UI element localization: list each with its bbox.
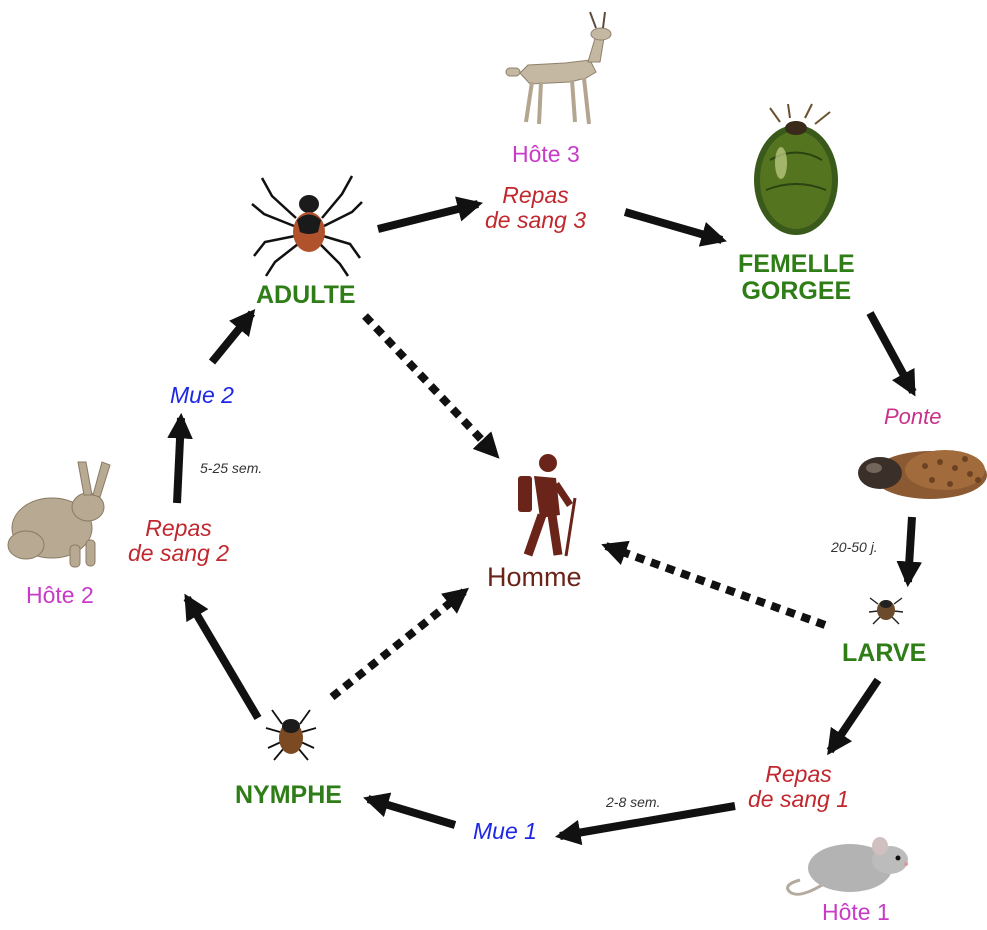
hiker-icon	[518, 454, 575, 556]
duration-laying-to-larva: 20-50 j.	[831, 540, 878, 555]
host-label-3: Hôte 3	[512, 142, 580, 167]
blood-meal-3-line2: de sang 3	[485, 208, 586, 233]
blood-meal-2-line2: de sang 2	[128, 541, 229, 566]
arrow-molt1-to-nymph	[368, 799, 455, 825]
arrow-adult-to-meal3	[378, 204, 478, 229]
arrow-laying-to-larva	[908, 517, 912, 582]
arrow-molt2-to-adult	[212, 313, 252, 362]
arrow-meal2-to-molt2	[177, 418, 181, 503]
adult-tick-icon	[252, 176, 362, 276]
duration-meal1-to-molt1: 2-8 sem.	[606, 795, 660, 810]
host-label-2: Hôte 2	[26, 583, 94, 608]
arrow-female-to-laying	[870, 313, 913, 392]
deer-icon	[506, 12, 611, 124]
blood-meal-3: Repas de sang 3	[485, 183, 586, 233]
arrow-nymph-to-human	[332, 591, 465, 697]
molt-label-2: Mue 2	[170, 383, 234, 408]
larva-tick-icon	[869, 598, 903, 624]
arrow-meal1-to-molt1	[560, 806, 735, 836]
host-label-1: Hôte 1	[822, 900, 890, 925]
blood-meal-1: Repas de sang 1	[748, 762, 849, 812]
stage-label-engorged-female: FEMELLE GORGEE	[738, 251, 855, 305]
arrow-nymph-to-meal2	[187, 598, 258, 718]
arrow-meal3-to-female	[625, 212, 722, 240]
stage-label-engorged-female-line2: GORGEE	[738, 278, 855, 305]
duration-meal2-to-molt2: 5-25 sem.	[200, 461, 262, 476]
laying-label: Ponte	[884, 405, 942, 429]
arrow-larva-to-human	[606, 546, 825, 625]
stage-label-larva: LARVE	[842, 640, 926, 667]
blood-meal-1-line2: de sang 1	[748, 787, 849, 812]
blood-meal-2-line1: Repas	[128, 516, 229, 541]
arrow-larva-to-meal1	[830, 680, 878, 751]
hare-icon	[8, 462, 110, 567]
stage-label-engorged-female-line1: FEMELLE	[738, 251, 855, 278]
blood-meal-1-line1: Repas	[748, 762, 849, 787]
mouse-icon	[788, 837, 908, 894]
blood-meal-3-line1: Repas	[485, 183, 586, 208]
blood-meal-2: Repas de sang 2	[128, 516, 229, 566]
arrow-adult-to-human	[365, 316, 496, 455]
molt-label-1: Mue 1	[473, 819, 537, 844]
stage-label-adult: ADULTE	[256, 282, 356, 309]
human-label: Homme	[487, 563, 582, 592]
engorged-tick-icon	[754, 104, 838, 235]
egg-mass-icon	[858, 450, 987, 499]
stage-label-nymph: NYMPHE	[235, 782, 342, 809]
nymph-tick-icon	[266, 710, 316, 760]
human-arrows	[332, 316, 825, 697]
